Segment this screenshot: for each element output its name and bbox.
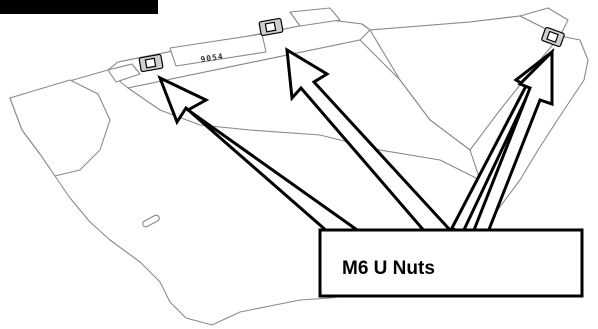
u-nut-icon — [541, 26, 565, 48]
bracket-slot — [142, 214, 160, 228]
u-nut-icon — [138, 53, 164, 73]
callout-label: M6 U Nuts — [342, 258, 435, 279]
bracket-stamp-plate — [169, 33, 267, 67]
bracket-left-flap — [9, 79, 111, 177]
arrow-icon — [157, 75, 363, 248]
bracket-tab-mid — [289, 7, 341, 27]
bracket-tab-left — [107, 63, 141, 83]
arrow-icon — [285, 47, 453, 242]
u-nut-icon — [258, 17, 284, 37]
top-black-bar — [0, 0, 158, 14]
callout-box: M6 U Nuts — [318, 228, 584, 298]
bracket-inner-face — [127, 39, 481, 181]
part-stamp-label: 9054 — [200, 52, 224, 65]
arrow-icon — [471, 48, 554, 234]
